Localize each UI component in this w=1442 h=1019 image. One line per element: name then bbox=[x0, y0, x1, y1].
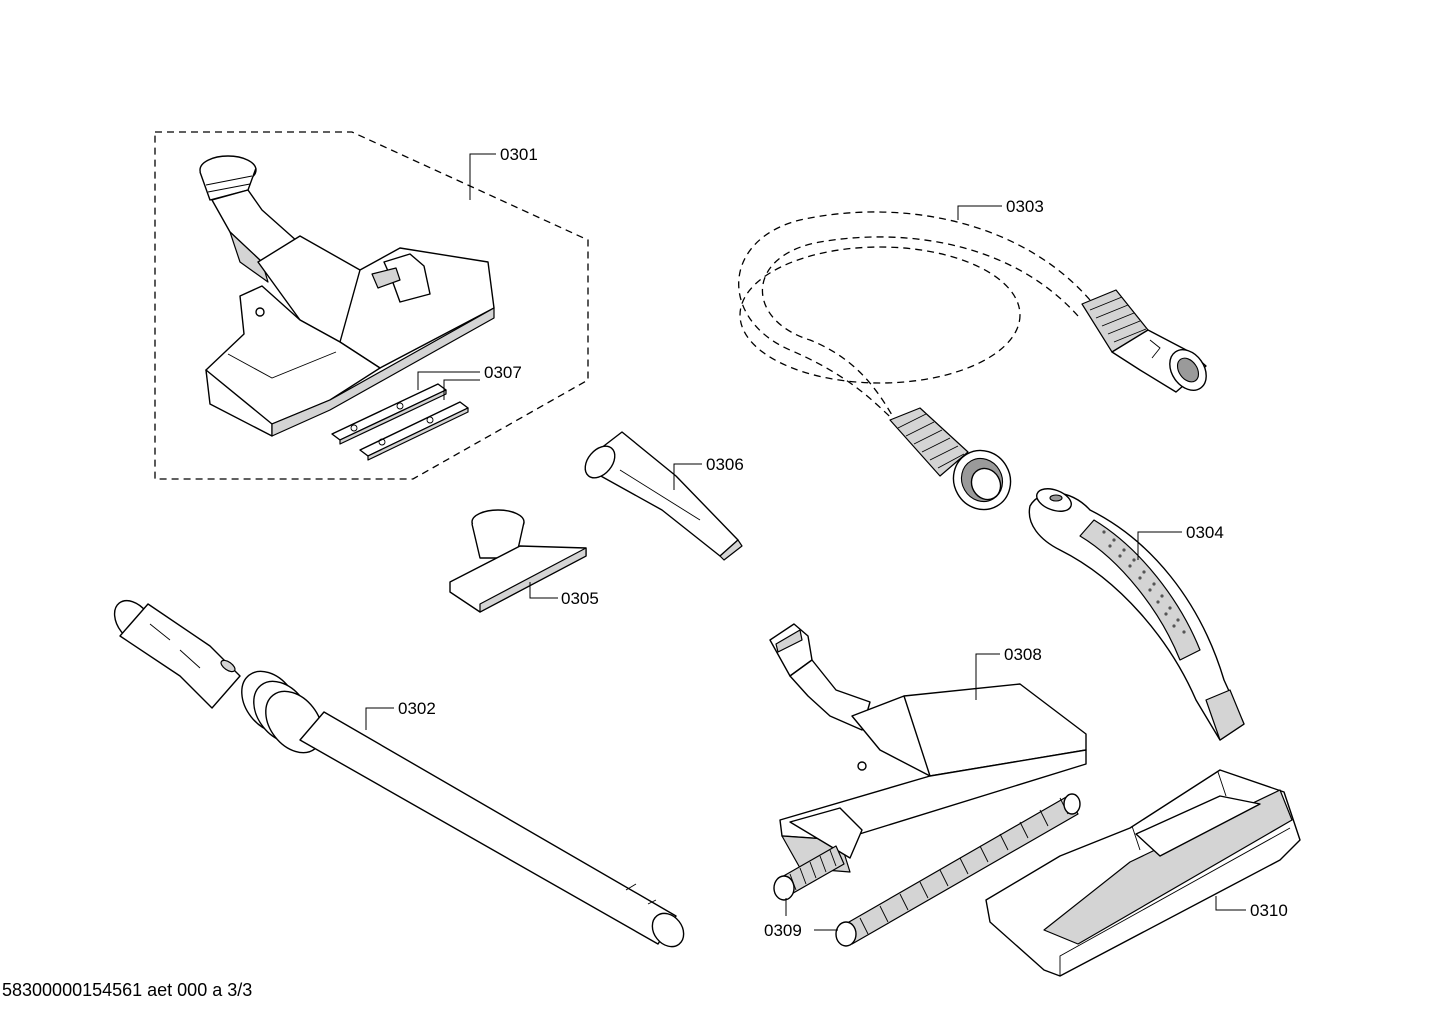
label-0305: 0305 bbox=[561, 589, 599, 608]
handle-grip-dots bbox=[1102, 530, 1186, 634]
label-0301: 0301 bbox=[500, 145, 538, 164]
part-0309-brush-rollers bbox=[773, 793, 1081, 947]
part-0306-crevice-nozzle bbox=[584, 431, 743, 561]
part-0307-nozzle-strips bbox=[331, 383, 469, 461]
label-0308: 0308 bbox=[1004, 645, 1042, 664]
floor-nozzle-neck bbox=[199, 155, 299, 283]
label-0302: 0302 bbox=[398, 699, 436, 718]
document-id: 58300000154561 aet 000 a 3/3 bbox=[2, 980, 253, 1000]
part-0302-extension-tube bbox=[113, 599, 685, 948]
part-0301-group bbox=[154, 131, 589, 480]
label-0306: 0306 bbox=[706, 455, 744, 474]
label-0309: 0309 bbox=[764, 921, 802, 940]
hose-upper-connector bbox=[1081, 289, 1207, 393]
group-boundary-0301 bbox=[154, 131, 589, 480]
hose-lower-connector bbox=[889, 407, 1012, 511]
label-0307: 0307 bbox=[484, 363, 522, 382]
floor-nozzle-body bbox=[205, 235, 495, 437]
part-0308-turbo-floor-nozzle bbox=[769, 623, 1087, 873]
brush-roller-long bbox=[835, 793, 1081, 947]
hose-dashed-outer bbox=[738, 211, 1091, 431]
tube-ring bbox=[241, 670, 323, 754]
part-0305-upholstery-nozzle bbox=[449, 509, 587, 613]
brush-roller-short bbox=[773, 845, 845, 901]
part-0304-hose-handle bbox=[1028, 488, 1245, 741]
part-0310-nozzle-base-plate bbox=[985, 769, 1301, 977]
part-0303-suction-hose bbox=[738, 211, 1207, 511]
label-0310: 0310 bbox=[1250, 901, 1288, 920]
label-0304: 0304 bbox=[1186, 523, 1224, 542]
hose-dashed-inner bbox=[761, 236, 1079, 421]
callouts: 0301 0307 0303 0306 0304 0305 0308 0302 … bbox=[365, 145, 1288, 940]
hose-dashed-loop bbox=[739, 246, 1021, 384]
label-0303: 0303 bbox=[1006, 197, 1044, 216]
